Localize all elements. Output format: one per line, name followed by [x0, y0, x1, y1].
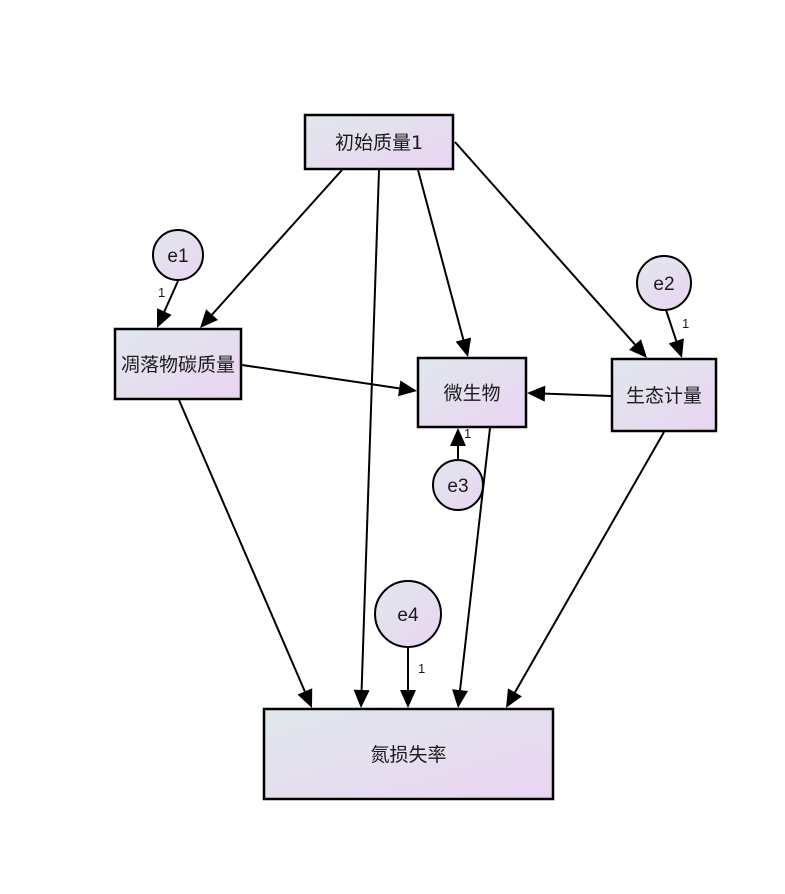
error-path-e1 — [157, 280, 179, 328]
error-term-e1[interactable]: e1 — [152, 229, 204, 281]
observed-variable-nloss[interactable]: 氮损失率 — [262, 707, 555, 801]
arrowhead-icon — [668, 338, 684, 358]
arrow-shaft — [514, 431, 665, 693]
arrowhead-icon — [157, 308, 172, 328]
path-micro-to-nloss — [452, 427, 491, 708]
observed-variable-micro[interactable]: 微生物 — [416, 356, 528, 429]
error-term-e2[interactable]: e2 — [636, 255, 692, 311]
error-path-e3 — [450, 428, 466, 459]
path-arrows: 1 1 1 1 — [157, 141, 689, 708]
arrowhead-icon — [506, 688, 522, 708]
path-litterc-to-micro — [241, 364, 417, 397]
path-init-to-stoich — [454, 141, 647, 358]
arrow-shaft — [360, 169, 380, 691]
path-stoich-to-micro — [527, 385, 612, 402]
path-litterc-to-nloss — [178, 399, 313, 708]
variable-label: 氮损失率 — [370, 744, 446, 766]
arrowhead-icon — [297, 688, 313, 708]
variable-box[interactable] — [262, 707, 555, 801]
observed-variable-litterc[interactable]: 凋落物碳质量 — [113, 327, 243, 401]
error-term-e3[interactable]: e3 — [432, 459, 484, 511]
observed-variable-init[interactable]: 初始质量1 — [303, 113, 455, 171]
path-stoich-to-nloss — [506, 431, 665, 708]
error-label: e1 — [167, 246, 188, 267]
arrow-shaft — [241, 364, 400, 390]
error-label: e4 — [397, 605, 419, 626]
variable-label: 微生物 — [443, 383, 500, 405]
arrow-shaft — [459, 427, 491, 691]
variable-box[interactable] — [303, 113, 455, 171]
observed-variable-stoich[interactable]: 生态计量 — [610, 357, 718, 433]
variable-box[interactable] — [610, 357, 718, 433]
variable-box[interactable] — [113, 327, 243, 401]
path-init-to-micro — [417, 169, 472, 357]
arrow-shaft — [178, 399, 306, 692]
arrowhead-icon — [200, 309, 218, 328]
arrow-shaft — [211, 169, 343, 316]
variable-label: 初始质量1 — [335, 132, 423, 154]
arrow-shaft — [454, 141, 636, 346]
variable-label: 生态计量 — [626, 385, 702, 407]
arrow-shaft — [163, 280, 179, 312]
arrow-shaft — [417, 169, 465, 340]
arrowhead-icon — [527, 385, 546, 402]
arrowhead-icon — [629, 339, 647, 358]
error-circle[interactable] — [636, 255, 692, 311]
arrowhead-icon — [455, 337, 472, 357]
error-circle[interactable] — [432, 459, 484, 511]
variable-label: 凋落物碳质量 — [121, 354, 235, 376]
arrowhead-icon — [450, 428, 466, 446]
arrowhead-icon — [400, 690, 416, 708]
arrowhead-icon — [398, 380, 417, 397]
error-path-e2 — [665, 309, 684, 358]
error-path-e4 — [400, 648, 416, 708]
arrowhead-icon — [353, 689, 370, 708]
error-term-e4[interactable]: e4 — [374, 580, 442, 648]
path-init-to-litterc — [200, 169, 343, 328]
path-weight-label: 1 — [682, 316, 689, 331]
variable-box[interactable] — [416, 356, 528, 429]
arrow-shaft — [544, 392, 612, 397]
arrowhead-icon — [452, 689, 468, 708]
error-label: e2 — [653, 274, 674, 295]
error-circle[interactable] — [152, 229, 204, 281]
error-label: e3 — [447, 476, 468, 497]
path-weight-label: 1 — [464, 426, 471, 441]
path-init-to-nloss — [353, 169, 380, 708]
arrow-shaft — [665, 309, 678, 342]
path-weight-label: 1 — [158, 285, 165, 300]
path-weight-label: 1 — [418, 661, 425, 676]
error-circle[interactable] — [374, 580, 442, 648]
